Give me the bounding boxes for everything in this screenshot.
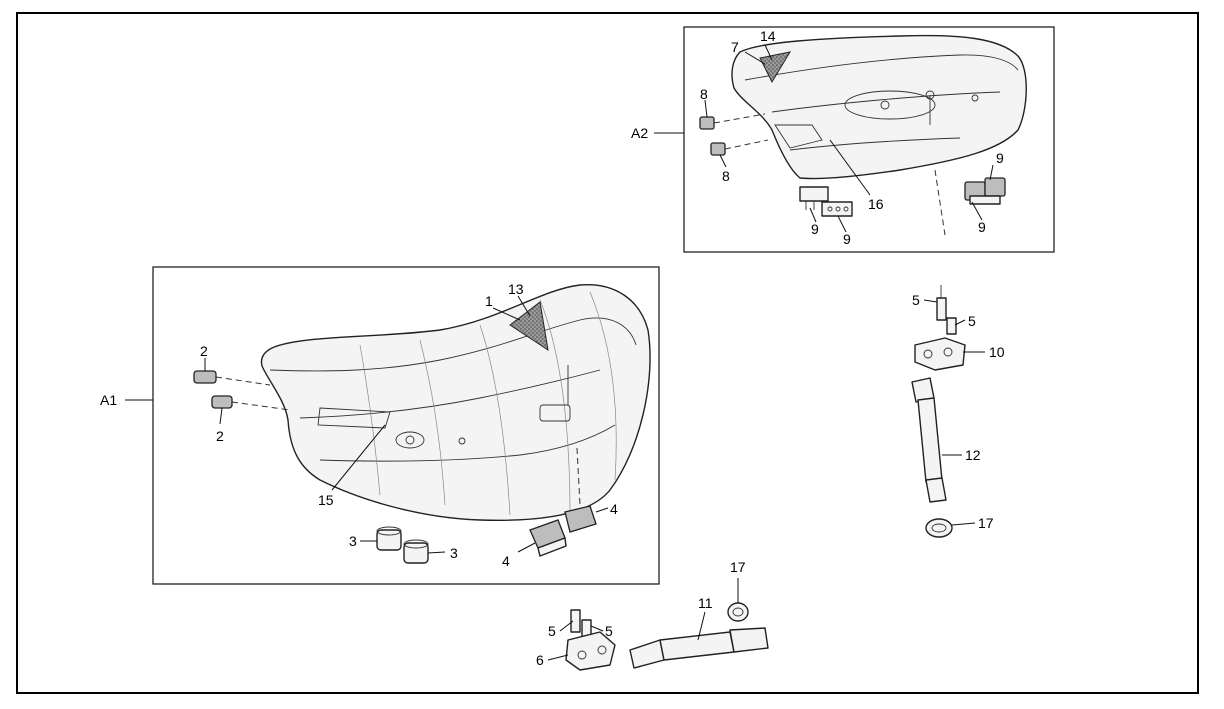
rider-seat-clip-assembly (529, 505, 597, 557)
callout-2-lower: 2 (216, 428, 224, 444)
outer-frame (16, 12, 1199, 694)
callout-4-upper: 4 (610, 501, 618, 517)
passenger-seat-clip-right (964, 177, 1006, 205)
callout-9-left: 9 (811, 221, 819, 237)
assembly-labels: A2 A1 (100, 125, 648, 408)
rider-seat-damper-left (376, 526, 402, 551)
assembly-label-a1: A1 (100, 392, 117, 408)
rider-bumper-block-upper (193, 370, 217, 384)
passenger-bumper-block-lower (710, 142, 726, 156)
callout-5-right-upper: 5 (912, 292, 920, 308)
rider-seat-box (152, 266, 660, 585)
lock-bolt-5-lower (946, 317, 957, 335)
callout-5-bottom-right: 5 (605, 623, 613, 639)
passenger-bumper-block-upper (699, 116, 715, 130)
callout-5-bottom-left: 5 (548, 623, 556, 639)
passenger-seat-shell (731, 34, 1027, 180)
callout-2-upper: 2 (200, 343, 208, 359)
seat-lock-latch-6 (565, 631, 616, 671)
rider-bumper-block-lower (211, 395, 233, 409)
seat-lock-latch-10 (914, 337, 966, 371)
lock-bolt-5-upper (936, 297, 947, 321)
callout-7: 7 (731, 39, 739, 55)
grommet-17-bottom (727, 602, 749, 622)
callout-4-lower: 4 (502, 553, 510, 569)
callout-17-right: 17 (978, 515, 994, 531)
callout-11: 11 (698, 595, 713, 611)
callout-8-lower: 8 (722, 168, 730, 184)
callout-13: 13 (508, 281, 524, 297)
callout-9-right: 9 (978, 219, 986, 235)
callout-8-upper: 8 (700, 86, 708, 102)
rider-seat-assembly (152, 266, 660, 585)
callout-14: 14 (760, 28, 776, 44)
leader-lines (125, 44, 994, 661)
passenger-seat-clip-middle (821, 201, 853, 217)
lock-cable-12 (917, 397, 943, 483)
assembly-label-a2: A2 (631, 125, 648, 141)
callout-3-right: 3 (450, 545, 458, 561)
seat-lock-cable-bottom (565, 602, 769, 671)
callout-9-top-right: 9 (996, 150, 1004, 166)
rider-seat-damper-right (403, 539, 429, 564)
lock-cable-11 (659, 631, 735, 661)
lock-bolt-5-left (570, 609, 581, 633)
callout-6: 6 (536, 652, 544, 668)
callout-17-bottom: 17 (730, 559, 746, 575)
callout-3-left: 3 (349, 533, 357, 549)
rider-seat-vent-mesh (509, 301, 549, 352)
callout-1: 1 (485, 293, 493, 309)
callout-10: 10 (989, 344, 1005, 360)
callout-numbers: 14 7 8 8 9 16 9 9 9 13 1 2 2 15 3 3 4 4 … (200, 28, 1005, 668)
callout-9-middle: 9 (843, 231, 851, 247)
passenger-seat-vent-mesh (759, 51, 792, 84)
seat-lock-cable-right (911, 285, 966, 538)
passenger-seat-box (683, 26, 1055, 253)
grommet-17-right (925, 518, 953, 538)
callout-16: 16 (868, 196, 884, 212)
passenger-seat-clip-left (799, 186, 829, 210)
callout-15: 15 (318, 492, 334, 508)
callout-12: 12 (965, 447, 981, 463)
callout-5-right-lower: 5 (968, 313, 976, 329)
passenger-seat-assembly (683, 26, 1055, 253)
